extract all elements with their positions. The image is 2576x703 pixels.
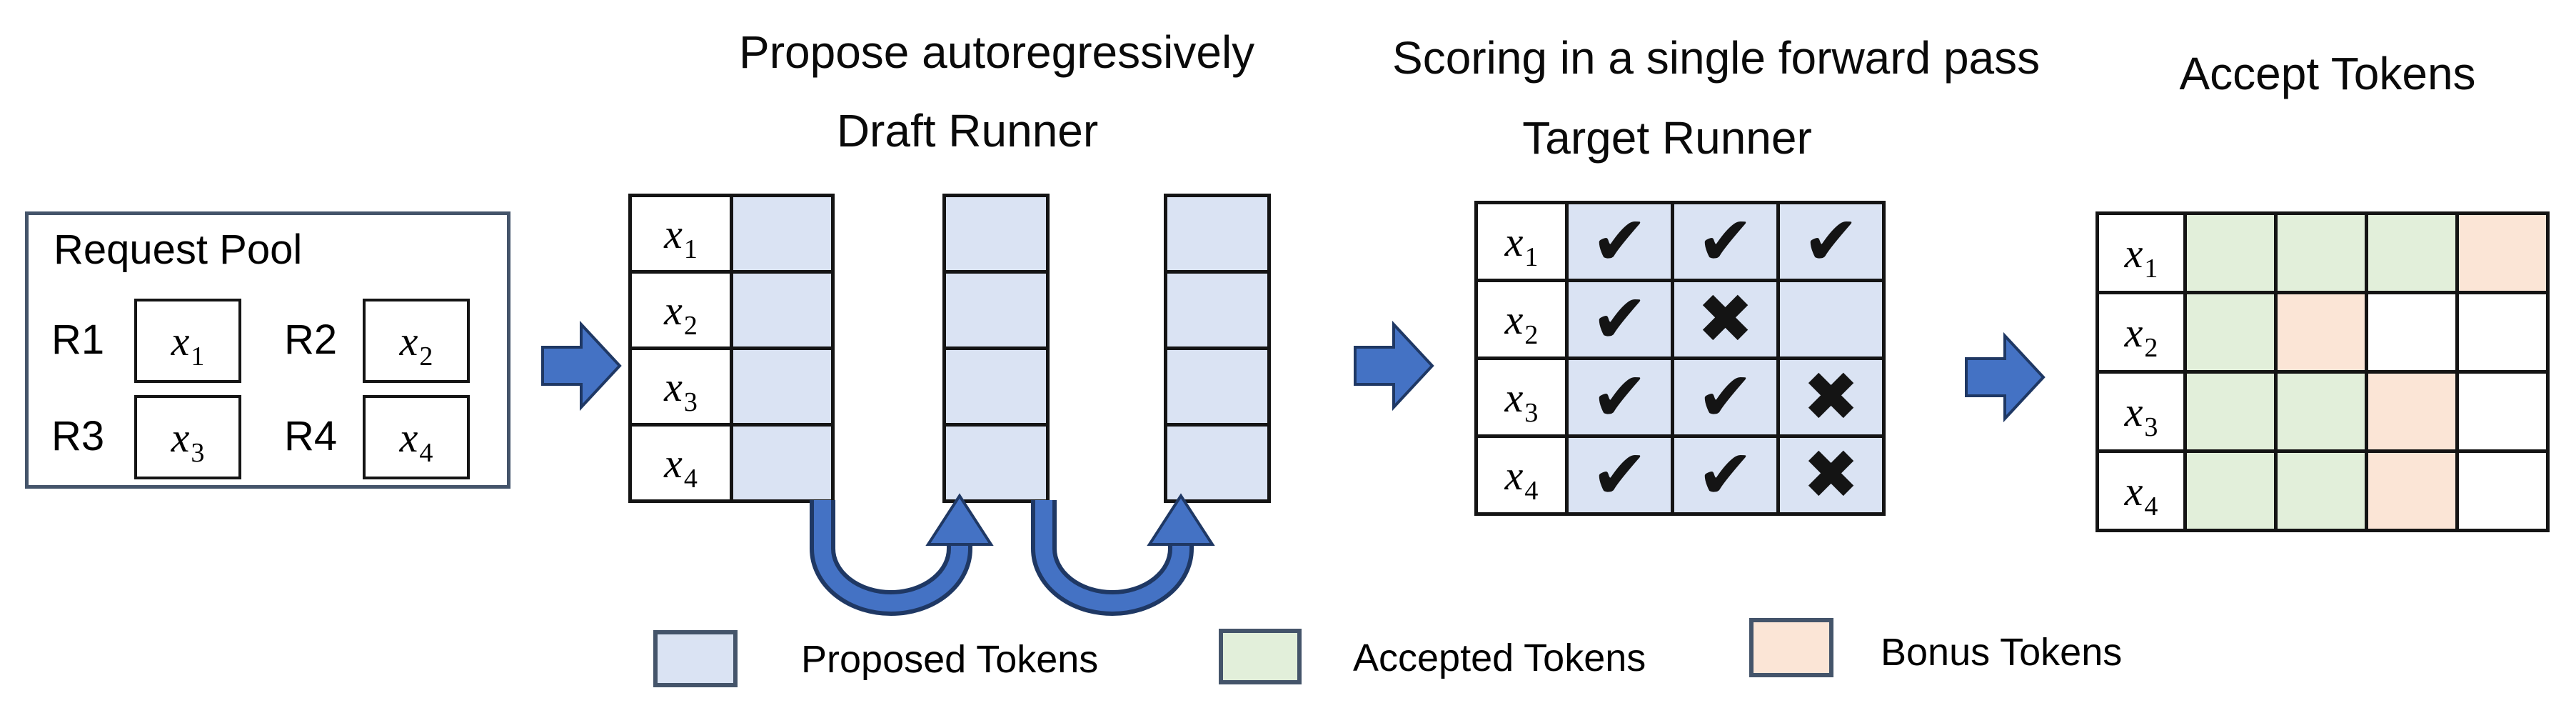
row-label-cell: x2 xyxy=(1474,279,1569,360)
check-icon: ✔ xyxy=(1565,201,1674,282)
accept-tokens-grid: x1 x2 x3 x4 xyxy=(2095,211,2550,532)
accepted-token-cell xyxy=(2183,370,2278,453)
proposed-token-cell xyxy=(730,423,835,503)
row-label-cell: x2 xyxy=(2095,291,2187,374)
bonus-tokens-swatch xyxy=(1749,618,1833,677)
proposed-token-cell xyxy=(942,270,1050,350)
proposed-token-cell xyxy=(730,194,835,274)
request-pool-title: Request Pool xyxy=(54,226,303,273)
row-label-cell: x3 xyxy=(2095,370,2187,453)
propose-title: Propose autoregressively xyxy=(739,26,1255,78)
token-label: x1 xyxy=(171,317,205,372)
cross-icon: ✖ xyxy=(1776,357,1886,438)
check-icon: ✔ xyxy=(1776,201,1886,282)
accepted-token-cell xyxy=(2183,449,2278,532)
bonus-token-cell xyxy=(2274,291,2368,374)
request-token-box: x4 xyxy=(363,395,470,479)
accepted-token-cell xyxy=(2274,211,2368,294)
accepted-token-cell xyxy=(2274,370,2368,453)
proposed-token-cell xyxy=(942,346,1050,427)
request-id: R2 xyxy=(284,316,338,363)
check-icon: ✔ xyxy=(1671,434,1780,516)
request-id: R4 xyxy=(284,413,338,459)
proposed-token-cell xyxy=(1164,194,1271,274)
accepted-tokens-swatch xyxy=(1219,629,1302,684)
request-token-box: x2 xyxy=(363,299,470,383)
accept-tokens-title: Accept Tokens xyxy=(2179,48,2476,99)
proposed-token-cell xyxy=(1164,423,1271,503)
row-label-cell: x3 xyxy=(1474,357,1569,438)
arrow-right-icon xyxy=(541,320,622,412)
target-scoring-grid: x1 ✔ ✔ ✔ x2 ✔ ✖ x3 ✔ ✔ ✖ x4 ✔ ✔ ✖ xyxy=(1474,201,1886,516)
accepted-token-cell xyxy=(2274,449,2368,532)
check-icon: ✔ xyxy=(1671,201,1780,282)
arrow-right-icon xyxy=(1354,320,1434,412)
check-icon: ✔ xyxy=(1565,357,1674,438)
accepted-token-cell xyxy=(2183,291,2278,374)
check-icon: ✔ xyxy=(1565,434,1674,516)
proposed-tokens-swatch xyxy=(653,630,738,687)
row-label-cell: x4 xyxy=(2095,449,2187,532)
scoring-title: Scoring in a single forward pass xyxy=(1392,32,2041,84)
proposed-token-cell xyxy=(730,346,835,427)
request-token-box: x3 xyxy=(134,395,241,479)
row-label-cell: x3 xyxy=(628,346,733,427)
token-label: x4 xyxy=(399,414,433,468)
request-token-box: x1 xyxy=(134,299,241,383)
draft-grid: x1 x2 x3 x4 xyxy=(628,194,835,503)
accepted-tokens-label: Accepted Tokens xyxy=(1353,637,1646,679)
proposed-token-cell xyxy=(942,423,1050,503)
proposed-token-cell xyxy=(942,194,1050,274)
target-runner-title: Target Runner xyxy=(1522,112,1812,164)
cross-icon: ✖ xyxy=(1776,434,1886,516)
proposed-token-cell xyxy=(1164,270,1271,350)
request-id: R1 xyxy=(51,316,105,363)
row-label-cell: x1 xyxy=(628,194,733,274)
bonus-token-cell xyxy=(2365,449,2459,532)
empty-cell xyxy=(2455,370,2550,453)
u-turn-arrow-icon xyxy=(1031,493,1215,616)
request-id: R3 xyxy=(51,413,105,459)
cross-icon: ✖ xyxy=(1671,279,1780,360)
empty-cell xyxy=(2455,291,2550,374)
row-label-cell: x2 xyxy=(628,270,733,350)
row-label-cell: x1 xyxy=(2095,211,2187,294)
accepted-token-cell xyxy=(2183,211,2278,294)
score-cell-empty xyxy=(1776,279,1886,360)
empty-cell xyxy=(2455,449,2550,532)
accepted-token-cell xyxy=(2365,211,2459,294)
bonus-tokens-label: Bonus Tokens xyxy=(1881,631,2123,674)
draft-iteration-2 xyxy=(942,194,1050,503)
arrow-right-icon xyxy=(1965,331,2046,423)
check-icon: ✔ xyxy=(1671,357,1780,438)
row-label-cell: x1 xyxy=(1474,201,1569,282)
token-label: x3 xyxy=(171,414,205,468)
draft-iteration-3 xyxy=(1164,194,1271,503)
proposed-token-cell xyxy=(1164,346,1271,427)
empty-cell xyxy=(2365,291,2459,374)
draft-runner-title: Draft Runner xyxy=(836,105,1099,156)
check-icon: ✔ xyxy=(1565,279,1674,360)
row-label-cell: x4 xyxy=(628,423,733,503)
row-label-cell: x4 xyxy=(1474,434,1569,516)
token-label: x2 xyxy=(399,317,433,372)
bonus-token-cell xyxy=(2455,211,2550,294)
bonus-token-cell xyxy=(2365,370,2459,453)
proposed-tokens-label: Proposed Tokens xyxy=(801,638,1099,681)
proposed-token-cell xyxy=(730,270,835,350)
u-turn-arrow-icon xyxy=(810,493,994,616)
